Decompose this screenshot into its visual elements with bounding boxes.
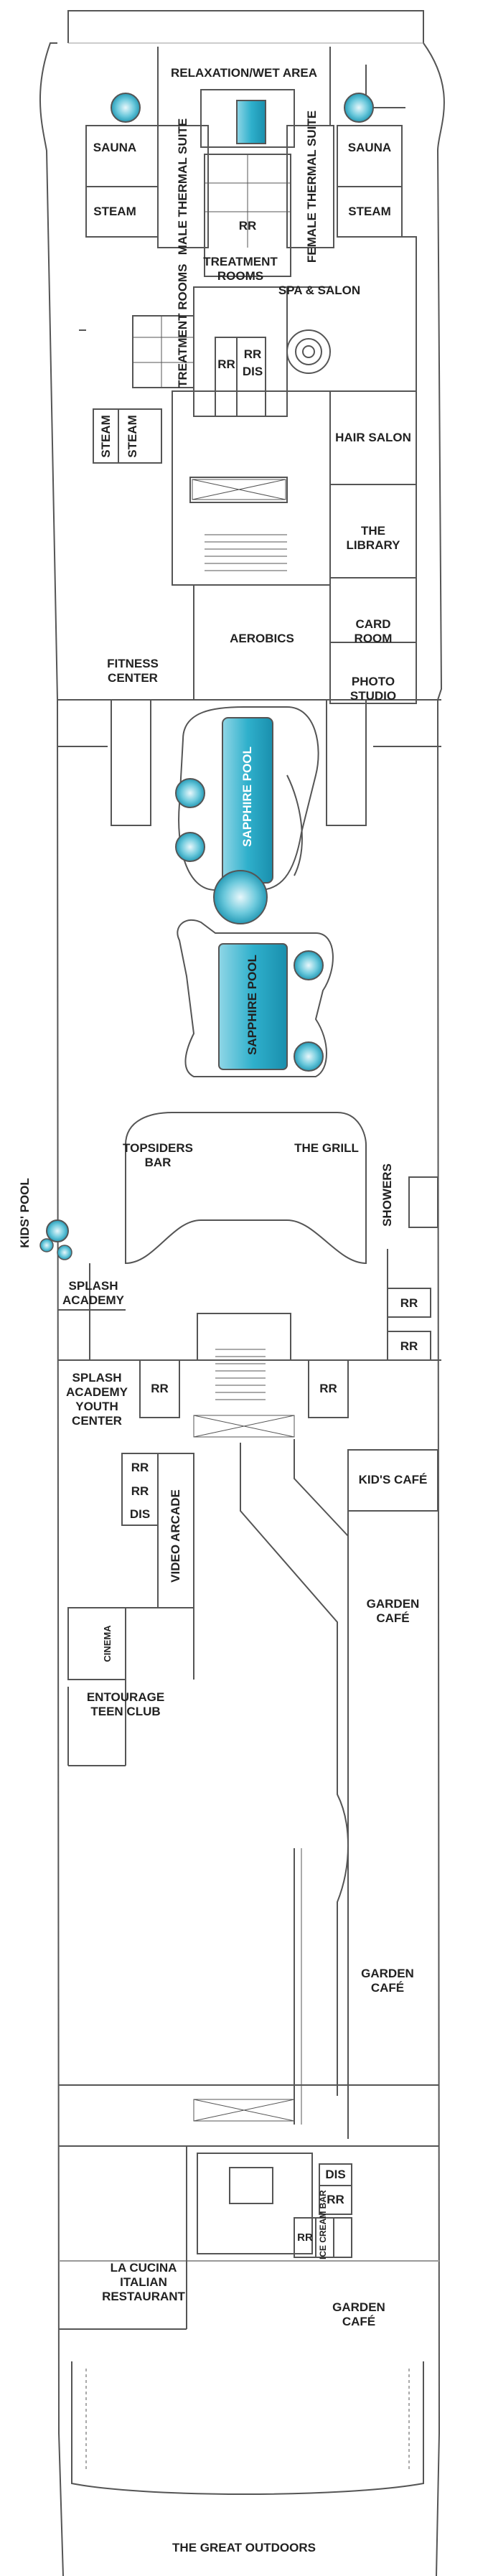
label-rr-youth-4: RR (131, 1484, 149, 1498)
label-rr-youth-1: RR (151, 1382, 169, 1395)
label-rr-youth-2: RR (319, 1382, 337, 1395)
label-dis-aft: DIS (325, 2168, 346, 2181)
label-rr-showers-1: RR (400, 1296, 418, 1310)
label-sauna-right: SAUNA (347, 141, 392, 154)
label-steam-right: STEAM (348, 205, 391, 218)
label-photo-studio: PHOTO STUDIO (349, 675, 397, 703)
label-splash-academy: SPLASH ACADEMY (62, 1279, 124, 1307)
hot-tub (213, 870, 268, 924)
topsiders-grill (57, 1112, 441, 1361)
label-topsiders-bar: TOPSIDERS BAR (123, 1141, 193, 1169)
hot-tub (175, 778, 205, 808)
label-rr-spa: RR (238, 219, 257, 233)
label-entourage-teen-club: ENTOURAGE TEEN CLUB (86, 1690, 165, 1718)
label-the-great-outdoors: THE GREAT OUTDOORS (172, 2541, 316, 2554)
label-sapphire-pool-2: SAPPHIRE POOL (245, 955, 259, 1055)
label-garden-cafe-2: GARDEN CAFÉ (361, 1967, 414, 1995)
stairs (205, 534, 287, 1400)
label-video-arcade: VIDEO ARCADE (169, 1489, 182, 1583)
label-card-room: CARD ROOM (354, 617, 393, 645)
label-cinema: CINEMA (102, 1625, 113, 1662)
label-garden-cafe-3: GARDEN CAFÉ (332, 2300, 385, 2328)
label-rr-youth-3: RR (131, 1461, 149, 1474)
label-treatment-rooms-top: TREATMENT ROOMS (203, 255, 278, 283)
label-hair-salon: HAIR SALON (335, 431, 411, 444)
label-rr-aft-1: RR (327, 2193, 344, 2206)
label-splash-academy-youth-center: SPLASH ACADEMY YOUTH CENTER (66, 1371, 128, 1428)
label-rr-spa-2: RR (217, 357, 235, 371)
spa-stair-spiral (286, 329, 331, 374)
hot-tub (344, 93, 374, 123)
label-rr-aft-2: RR (297, 2231, 313, 2244)
label-female-thermal-suite: FEMALE THERMAL SUITE (305, 110, 319, 263)
hot-tub (111, 93, 141, 123)
label-steam-left: STEAM (93, 205, 136, 218)
label-rr-showers-2: RR (400, 1339, 418, 1353)
label-the-grill: THE GRILL (294, 1141, 359, 1155)
kids-pool (46, 1219, 69, 1242)
label-rr-spa-3: RR (243, 347, 262, 361)
label-garden-cafe-1: GARDEN CAFÉ (366, 1597, 420, 1625)
label-library: THE LIBRARY (346, 524, 400, 552)
label-fitness-center: FITNESS CENTER (107, 657, 159, 685)
hot-tub (294, 1041, 324, 1072)
hot-tub (175, 832, 205, 862)
label-treatment-rooms-side: TREATMENT ROOMS (176, 263, 189, 388)
label-aerobics: AEROBICS (230, 632, 294, 645)
label-showers: SHOWERS (380, 1163, 394, 1227)
label-ice-cream-bar: ICE CREAM BAR (318, 2190, 328, 2259)
hull-outline (39, 10, 445, 2576)
label-sauna-left: SAUNA (93, 141, 137, 154)
label-steam-b: STEAM (126, 415, 139, 458)
label-relaxation-area: RELAXATION/WET AREA (171, 66, 317, 80)
fitness-and-pool-deck (57, 584, 441, 826)
sapphire-pool-2 (218, 943, 288, 1070)
label-steam-a: STEAM (99, 415, 113, 458)
pools (39, 93, 374, 1260)
label-dis-spa: DIS (242, 365, 263, 378)
label-kids-cafe: KID'S CAFÉ (358, 1473, 428, 1486)
youth-area (67, 1359, 438, 2139)
hot-tub (294, 950, 324, 980)
central-corridor (240, 1439, 349, 2125)
label-la-cucina: LA CUCINA ITALIAN RESTAURANT (102, 2261, 185, 2303)
label-male-thermal-suite: MALE THERMAL SUITE (176, 118, 189, 256)
aft-area (59, 2084, 439, 2495)
plunge-pool (236, 100, 266, 144)
label-dis-youth: DIS (129, 1507, 151, 1521)
label-kids-pool: KIDS' POOL (18, 1178, 32, 1248)
label-spa-salon: SPA & SALON (278, 284, 361, 297)
label-sapphire-pool-1: SAPPHIRE POOL (240, 746, 254, 847)
